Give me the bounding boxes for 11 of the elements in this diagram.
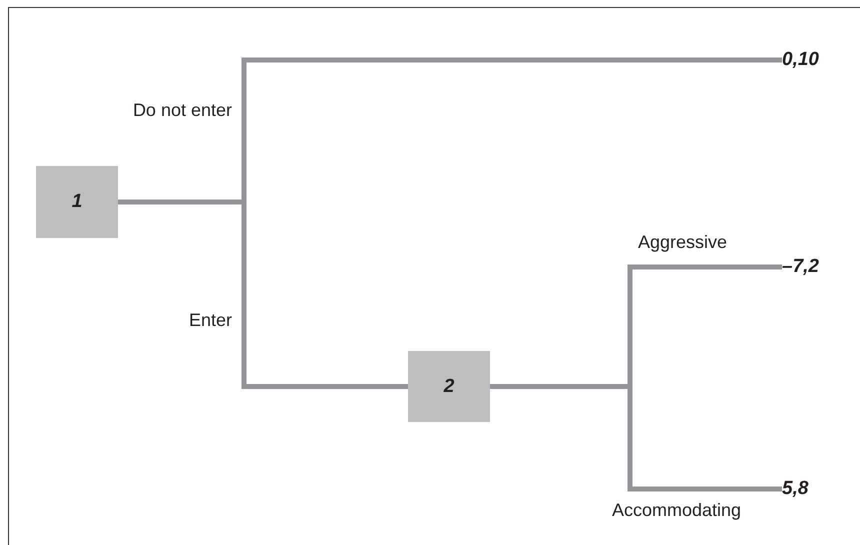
payoff-label: 5,8 bbox=[782, 474, 808, 504]
node-number: 2 bbox=[444, 376, 454, 398]
edge-label: Accommodating bbox=[612, 500, 742, 521]
edge-label: Aggressive bbox=[638, 232, 728, 253]
edge-label: Enter bbox=[188, 310, 232, 331]
payoff-label: 0,10 bbox=[782, 45, 819, 75]
decision-node-box bbox=[36, 166, 118, 238]
decision-node-box bbox=[408, 351, 490, 422]
edge-label: Do not enter bbox=[132, 100, 232, 121]
payoff-label: –7,2 bbox=[782, 252, 819, 282]
node-number: 1 bbox=[72, 191, 82, 213]
